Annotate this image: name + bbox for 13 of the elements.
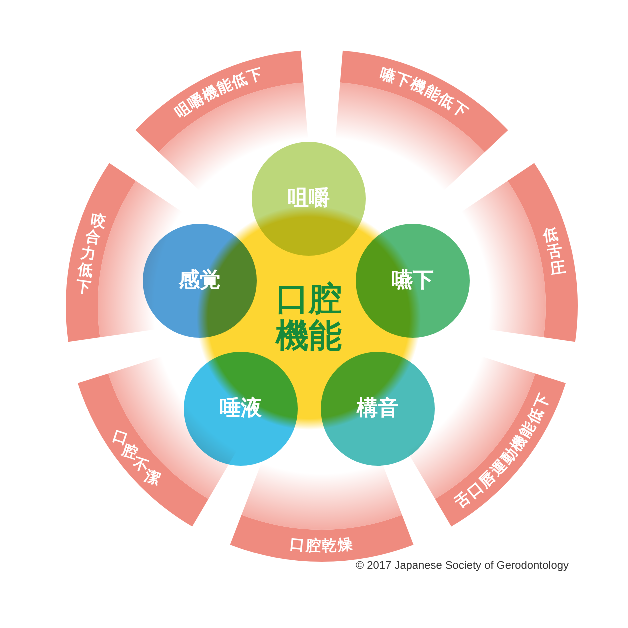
segment-label: 舌口唇運動機能低下	[452, 390, 554, 512]
segment-label: 口腔乾燥	[289, 535, 355, 556]
segment-label: 低舌圧	[542, 225, 568, 278]
segment-label: 口腔不潔	[110, 426, 162, 488]
segment-label: 咬合力低下	[74, 211, 108, 298]
function-label: 唾液	[220, 396, 262, 422]
function-label: 構音	[357, 396, 399, 422]
copyright-note: © 2017 Japanese Society of Gerodontology	[356, 560, 569, 574]
function-label: 咀嚼	[288, 186, 330, 212]
center-label: 口腔機能	[274, 281, 343, 355]
function-label: 嚥下	[392, 268, 434, 294]
segment-label: 嚥下機能低下	[378, 64, 472, 122]
segment-label: 咀嚼機能低下	[172, 64, 266, 122]
